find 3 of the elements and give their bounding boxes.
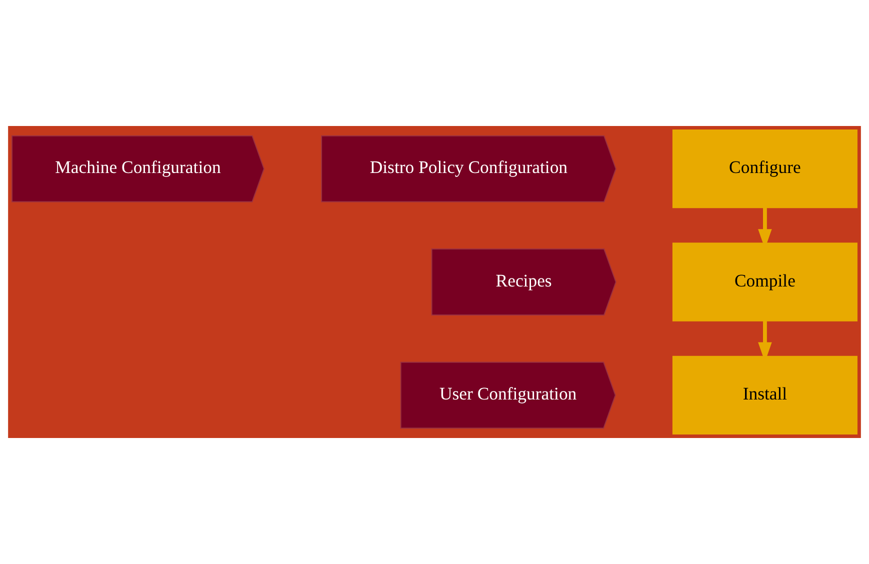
node-box: Compile [672, 242, 858, 322]
node-box: Install [672, 356, 858, 435]
node-box: Configure [672, 129, 858, 208]
